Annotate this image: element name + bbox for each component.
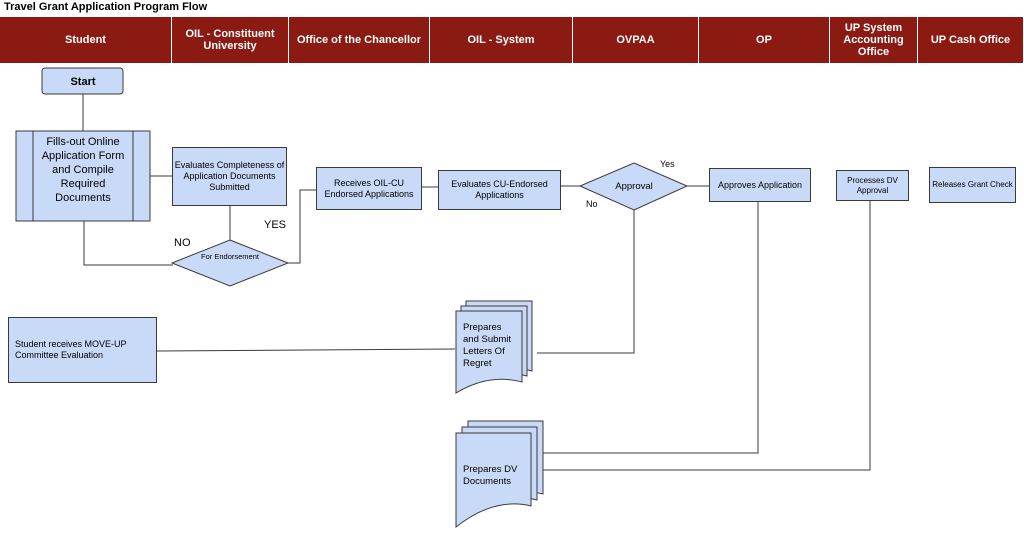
lane-oil-cu: OIL - Constituent University: [172, 17, 289, 63]
lane-chancellor: Office of the Chancellor: [289, 17, 430, 63]
lane-label: OP: [756, 34, 772, 46]
lane-accounting: UP System Accounting Office: [830, 17, 918, 63]
swimlane-header: Student OIL - Constituent University Off…: [0, 17, 1024, 63]
approval-label: Approval: [615, 181, 653, 192]
lane-label: Office of the Chancellor: [296, 34, 422, 46]
lane-ovpaa: OVPAA: [573, 17, 699, 63]
letters-regret-label: Prepares and Submit Letters Of Regret: [463, 322, 512, 369]
student-receives-box: Student receives MOVE-UP Committee Evalu…: [8, 317, 157, 383]
releases-check-box: Releases Grant Check: [929, 167, 1016, 203]
connector-regret-to-student: [156, 348, 456, 352]
dv-documents-label: Prepares DV Documents: [463, 464, 518, 487]
letters-regret-documents: [455, 300, 533, 394]
edge-label-no-approval: No: [586, 199, 598, 209]
connector-yes-to-receive: [288, 189, 316, 264]
evaluates-cu-box: Evaluates CU-Endorsed Applications: [438, 170, 561, 210]
evaluates-completeness-label: Evaluates Completeness of Application Do…: [174, 160, 285, 192]
for-endorsement-decision: [170, 239, 290, 287]
for-endorsement-label: For Endorsement: [201, 252, 259, 261]
approves-application-label: Approves Application: [717, 179, 803, 190]
connector-accounting-to-dv: [541, 201, 871, 471]
start-terminator: [41, 67, 124, 95]
releases-check-label: Releases Grant Check: [932, 180, 1013, 189]
evaluates-completeness-box: Evaluates Completeness of Application Do…: [172, 147, 287, 206]
processes-dv-label: Processes DV Approval: [847, 175, 898, 195]
connectors: [82, 94, 871, 471]
connector-no-loop: [83, 221, 173, 266]
connector-op-to-dv: [543, 202, 759, 454]
connector-approval-no: [537, 210, 635, 354]
diagram-title: Travel Grant Application Program Flow: [4, 1, 208, 13]
student-receives-label: Student receives MOVE-UP Committee Evalu…: [15, 339, 127, 360]
edge-label-yes: YES: [264, 219, 287, 231]
lane-label: OVPAA: [616, 34, 655, 46]
start-label: Start: [70, 76, 95, 88]
lane-student: Student: [0, 17, 172, 63]
edge-label-yes-approval: Yes: [660, 159, 675, 169]
receives-oil-cu-box: Receives OIL-CU Endorsed Applications: [316, 167, 422, 210]
lane-label: UP System Accounting Office: [843, 22, 904, 58]
dv-documents: [455, 420, 544, 529]
lane-label: OIL - Constituent University: [185, 28, 275, 52]
processes-dv-box: Processes DV Approval: [836, 170, 909, 201]
approval-decision: [578, 162, 689, 211]
document-front: [455, 432, 532, 529]
lane-op: OP: [699, 17, 830, 63]
receives-oil-cu-label: Receives OIL-CU Endorsed Applications: [324, 177, 414, 199]
edge-label-no: NO: [174, 237, 191, 249]
lane-oil-system: OIL - System: [430, 17, 573, 63]
lane-label: Student: [65, 34, 106, 46]
lane-label: UP Cash Office: [930, 34, 1011, 46]
fill-out-process: [15, 130, 151, 222]
approves-application-box: Approves Application: [709, 168, 811, 202]
lane-label: OIL - System: [467, 34, 535, 46]
evaluates-cu-label: Evaluates CU-Endorsed Applications: [451, 179, 548, 200]
fill-out-label: Fills-out Online Application Form and Co…: [41, 136, 125, 204]
document-front: [455, 310, 523, 394]
